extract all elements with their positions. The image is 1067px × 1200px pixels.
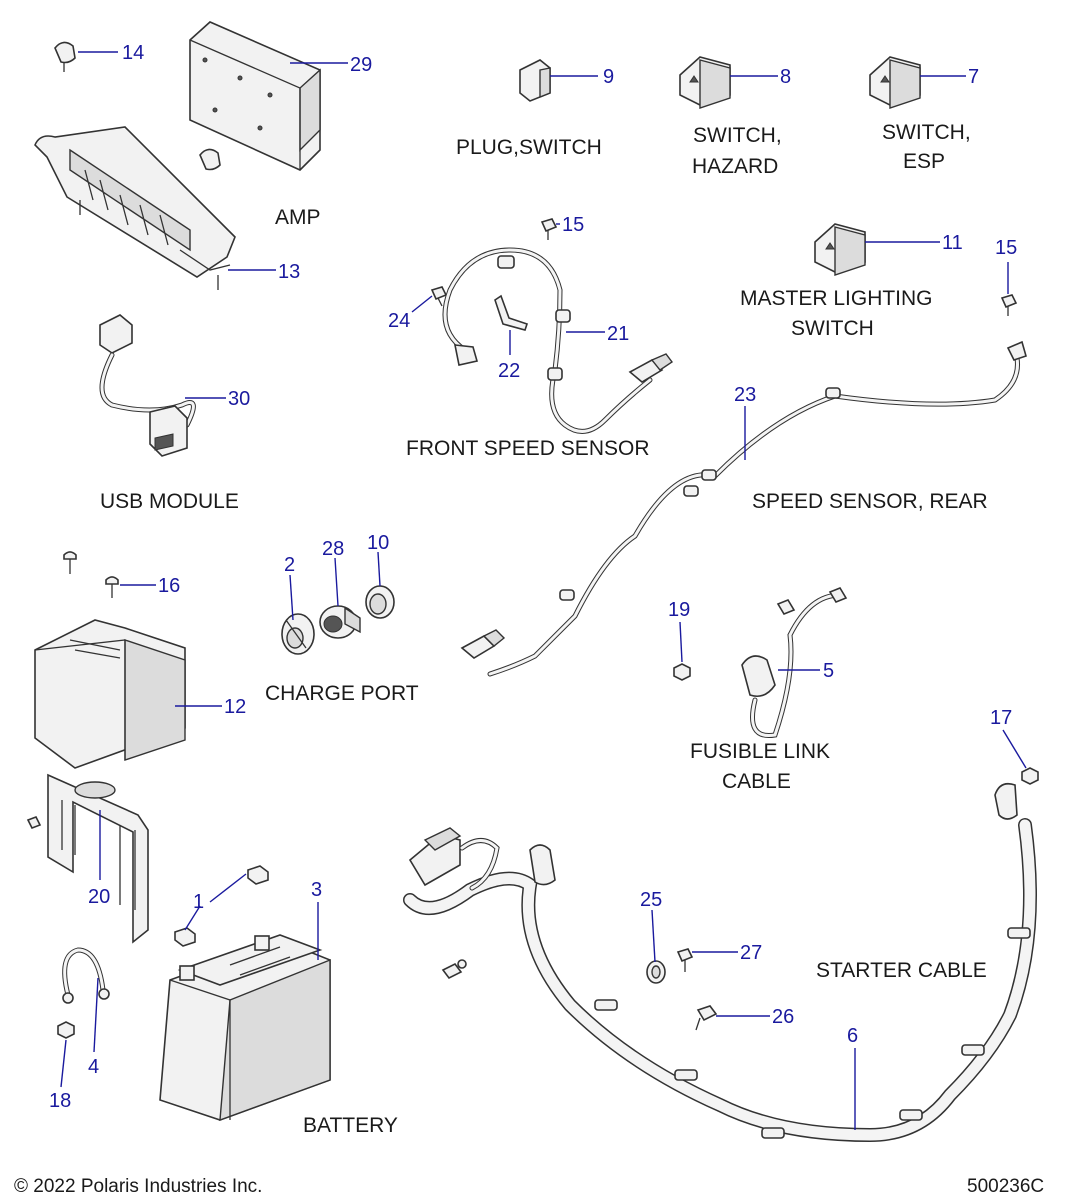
label-battery: BATTERY (303, 1114, 398, 1137)
part-7-esp-switch (869, 56, 921, 109)
callout-25: 25 (640, 889, 662, 911)
part-26-bolt (695, 1005, 718, 1031)
part-28-charge-port-socket (319, 605, 361, 639)
part-5-fusible-link-cable (741, 587, 848, 739)
label-speed-sensor-rear: SPEED SENSOR, REAR (752, 490, 988, 513)
callout-26: 26 (772, 1006, 794, 1028)
label-switch-esp-line2: ESP (903, 150, 945, 173)
part-14b-clip (199, 148, 221, 171)
callout-16: 16 (158, 575, 180, 597)
part-4-battery-cable (62, 947, 110, 1004)
callout-5: 5 (823, 660, 834, 682)
callout-20: 20 (88, 886, 110, 908)
copyright-text: © 2022 Polaris Industries Inc. (14, 1176, 262, 1197)
label-plug-switch: PLUG,SWITCH (456, 136, 602, 159)
label-usb-module: USB MODULE (100, 490, 239, 513)
callout-24: 24 (388, 310, 410, 332)
part-3-battery (159, 934, 331, 1122)
part-6-starter-cable (403, 782, 1037, 1143)
label-master-lighting-line2: SWITCH (791, 317, 874, 340)
part-9-plug-switch (519, 59, 551, 102)
callout-15b: 15 (995, 237, 1017, 259)
drawing-number: 500236C (967, 1176, 1044, 1197)
callout-19: 19 (668, 599, 690, 621)
part-12-battery-cover (34, 619, 186, 769)
callout-15a: 15 (562, 214, 584, 236)
callout-28: 28 (322, 538, 344, 560)
label-switch-hazard-line1: SWITCH, (693, 124, 782, 147)
callout-27: 27 (740, 942, 762, 964)
part-29-amplifier (189, 21, 321, 171)
part-20-battery-bracket (26, 773, 149, 944)
callout-13: 13 (278, 261, 300, 283)
callout-2: 2 (284, 554, 295, 576)
part-18-nut (57, 1021, 75, 1039)
callout-7: 7 (968, 66, 979, 88)
callout-1: 1 (193, 891, 204, 913)
callout-30: 30 (228, 388, 250, 410)
label-fusible-link-line2: CABLE (722, 770, 791, 793)
part-10-charge-port-nut (365, 585, 395, 619)
callout-14: 14 (122, 42, 144, 64)
label-starter-cable: STARTER CABLE (816, 959, 987, 982)
callout-23: 23 (734, 384, 756, 406)
part-25-clamp (646, 960, 666, 984)
callout-8: 8 (780, 66, 791, 88)
part-15b-screw (1000, 294, 1018, 316)
part-22-bracket (494, 294, 529, 331)
callout-12: 12 (224, 696, 246, 718)
callout-17: 17 (990, 707, 1012, 729)
part-30-usb-module (99, 314, 196, 457)
callout-4: 4 (88, 1056, 99, 1078)
part-17-nut (1021, 767, 1039, 785)
callout-6: 6 (847, 1025, 858, 1047)
label-fusible-link-line1: FUSIBLE LINK (690, 740, 830, 763)
callout-3: 3 (311, 879, 322, 901)
part-8-hazard-switch (679, 56, 731, 109)
label-amp: AMP (275, 206, 321, 229)
callout-22: 22 (498, 360, 520, 382)
part-23-rear-speed-sensor (460, 340, 1027, 677)
part-27-screw (676, 948, 694, 972)
part-19-nut (673, 663, 691, 681)
label-switch-hazard-line2: HAZARD (692, 155, 778, 178)
label-charge-port: CHARGE PORT (265, 682, 419, 705)
part-1-terminal-bolts (174, 865, 269, 947)
part-11-master-lighting-switch (814, 223, 866, 276)
callout-11: 11 (942, 232, 963, 254)
label-master-lighting-line1: MASTER LIGHTING (740, 287, 933, 310)
callout-9: 9 (603, 66, 614, 88)
callout-29: 29 (350, 54, 372, 76)
part-15a-screw (540, 218, 558, 240)
part-21-front-speed-sensor (442, 247, 674, 434)
callout-21: 21 (607, 323, 629, 345)
callout-10: 10 (367, 532, 389, 554)
callout-18: 18 (49, 1090, 71, 1112)
part-2-charge-port-cap (281, 613, 315, 655)
part-14-clip (54, 41, 76, 72)
part-16-screws (63, 551, 119, 598)
label-front-speed-sensor: FRONT SPEED SENSOR (406, 437, 650, 460)
part-13-amp-bracket (34, 126, 236, 290)
label-switch-esp-line1: SWITCH, (882, 121, 971, 144)
